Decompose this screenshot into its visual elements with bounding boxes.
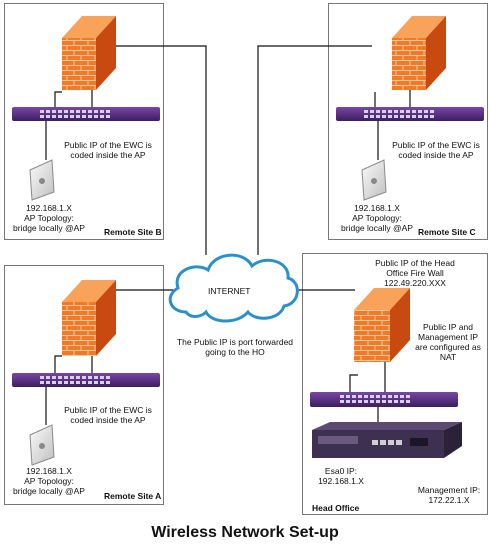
firewall-remote-b <box>62 16 116 90</box>
switch-remote-a <box>12 373 160 387</box>
link-switch-ho-firewall <box>349 362 386 392</box>
ewc-controller <box>312 422 462 458</box>
ho-management-ip: Management IP: 172.22.1.X <box>417 485 481 505</box>
link-firewall-b-internet <box>116 45 207 255</box>
firewall-remote-a <box>62 280 116 356</box>
ho-nat-note: Public IP and Management IP are configur… <box>415 322 481 362</box>
internet-cloud <box>168 253 299 323</box>
access-point-remote-b <box>29 159 55 201</box>
remote-c-ap-info: 192.168.1.X AP Topology: bridge locally … <box>341 203 413 233</box>
ho-esa0-ip: Esa0 IP: 192.168.1.X <box>318 466 364 486</box>
internet-label: INTERNET <box>208 286 251 296</box>
head-office-label: Head Office <box>312 503 360 513</box>
access-point-remote-a <box>29 424 55 466</box>
switch-remote-b <box>12 107 160 121</box>
remote-a-ap-info: 192.168.1.X AP Topology: bridge locally … <box>13 466 85 496</box>
access-point-remote-c <box>361 159 387 201</box>
remote-b-ewc-note: Public IP of the EWC is coded inside the… <box>64 140 152 160</box>
ho-firewall-note: Public IP of the Head Office Fire Wall 1… <box>375 258 455 288</box>
remote-c-site-label: Remote Site C <box>418 227 476 237</box>
link-firewall-c-internet <box>257 45 372 255</box>
switch-head-office <box>310 392 458 407</box>
port-forward-note: The Public IP is port forwarded going to… <box>176 337 294 357</box>
connection-lines <box>45 45 411 428</box>
firewall-remote-c <box>392 16 446 90</box>
remote-a-ewc-note: Public IP of the EWC is coded inside the… <box>64 405 152 425</box>
firewall-head-office <box>354 288 410 362</box>
remote-c-ewc-note: Public IP of the EWC is coded inside the… <box>392 140 480 160</box>
remote-a-site-label: Remote Site A <box>104 491 162 501</box>
switch-remote-c <box>336 107 484 121</box>
remote-b-site-label: Remote Site B <box>104 227 162 237</box>
diagram-title: Wireless Network Set-up <box>151 524 339 541</box>
remote-b-ap-info: 192.168.1.X AP Topology: bridge locally … <box>13 203 85 233</box>
